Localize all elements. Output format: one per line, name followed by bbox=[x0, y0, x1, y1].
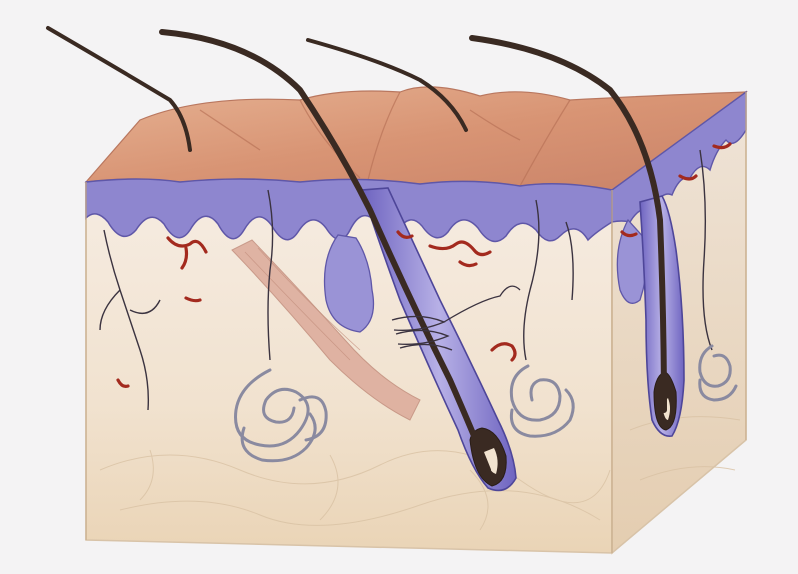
skin-cross-section-illustration bbox=[0, 0, 798, 574]
skin-illustration-stage bbox=[0, 0, 798, 574]
